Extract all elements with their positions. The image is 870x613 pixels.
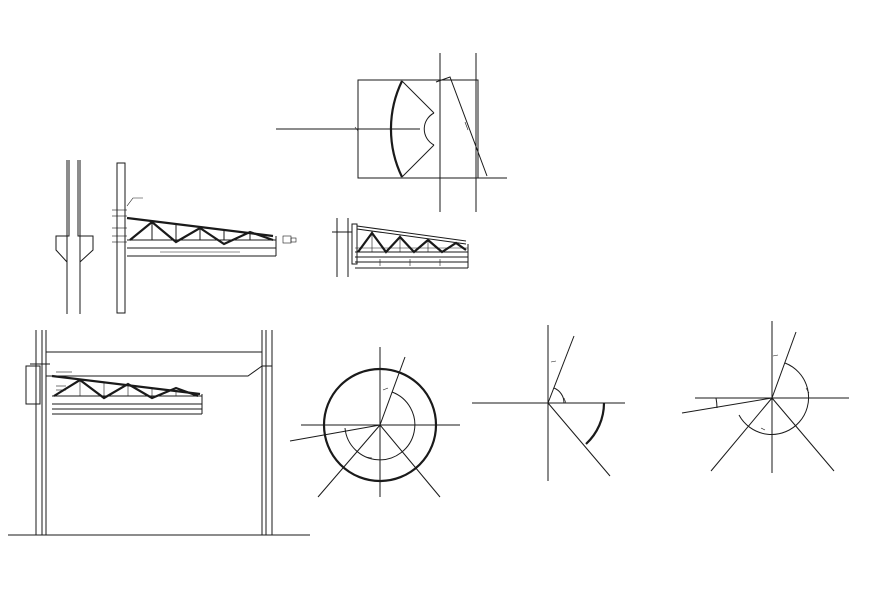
angle-diagram-single: [472, 325, 625, 481]
frame-elevation-with-canopy: [8, 330, 310, 536]
circular-angle-diagram: [289, 347, 460, 498]
canopy-truss-elevation-small: [332, 218, 469, 277]
curved-canopy-plan: [276, 53, 507, 212]
canopy-truss-elevation: [112, 162, 297, 314]
angle-diagram-multi: [681, 321, 849, 473]
column-section: [55, 160, 94, 314]
